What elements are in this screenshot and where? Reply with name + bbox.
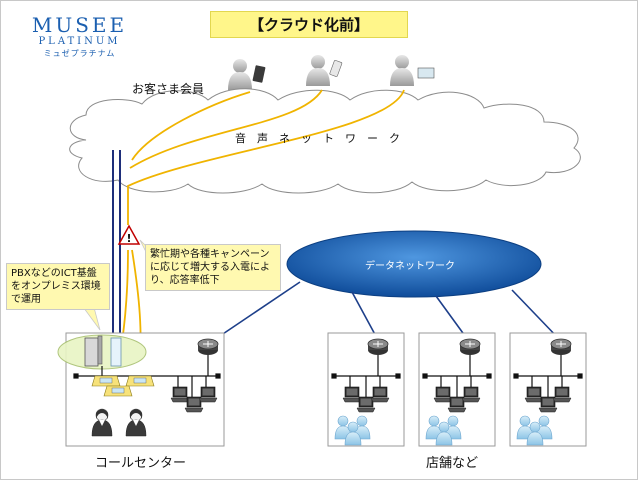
voice-network-cloud (69, 88, 581, 194)
customers-label: お客さま会員 (132, 82, 205, 96)
pbx-unit-icon (110, 337, 122, 367)
data-network-label: データネットワーク (365, 261, 455, 272)
pc-icon (552, 386, 572, 403)
router-icon (367, 338, 389, 356)
onprem-note: PBXなどのICT基盤をオンプレミス環境で運用 (6, 263, 110, 310)
router-icon (550, 338, 572, 356)
trunk-lines-navy (112, 150, 121, 355)
ip-phone-icon (91, 375, 121, 387)
pbx-server-icon (84, 335, 103, 367)
call-center-label: コールセンター (95, 456, 187, 471)
pc-icon (461, 386, 481, 403)
data-network-cloud (286, 230, 542, 298)
voice-network-label: 音声ネットワーク (235, 132, 411, 145)
router-icon (459, 338, 481, 356)
logo-sub: PLATINUM (38, 36, 121, 47)
customer-people (228, 55, 435, 90)
pc-icon (170, 386, 190, 403)
logo-name: MUSEE (31, 13, 128, 37)
ip-phone-icon (125, 375, 155, 387)
stores-label: 店舗など (426, 456, 479, 471)
ip-phone-icon (103, 385, 133, 397)
brand-logo: MUSEE PLATINUM ミュゼプラチナム (22, 14, 137, 59)
logo-kana: ミュゼプラチナム (43, 49, 116, 58)
warning-note: 繁忙期や各種キャンペーンに応じて増大する入電により、応答率低下 (145, 244, 281, 291)
pc-icon (342, 386, 362, 403)
warning-icon: ! (117, 224, 141, 245)
page-title: 【クラウド化前】 (210, 11, 408, 38)
pc-icon (370, 386, 390, 403)
pc-icon (433, 386, 453, 403)
pc-icon (524, 386, 544, 403)
router-icon (197, 338, 219, 356)
svg-text:!: ! (126, 232, 131, 245)
pc-icon (198, 386, 218, 403)
